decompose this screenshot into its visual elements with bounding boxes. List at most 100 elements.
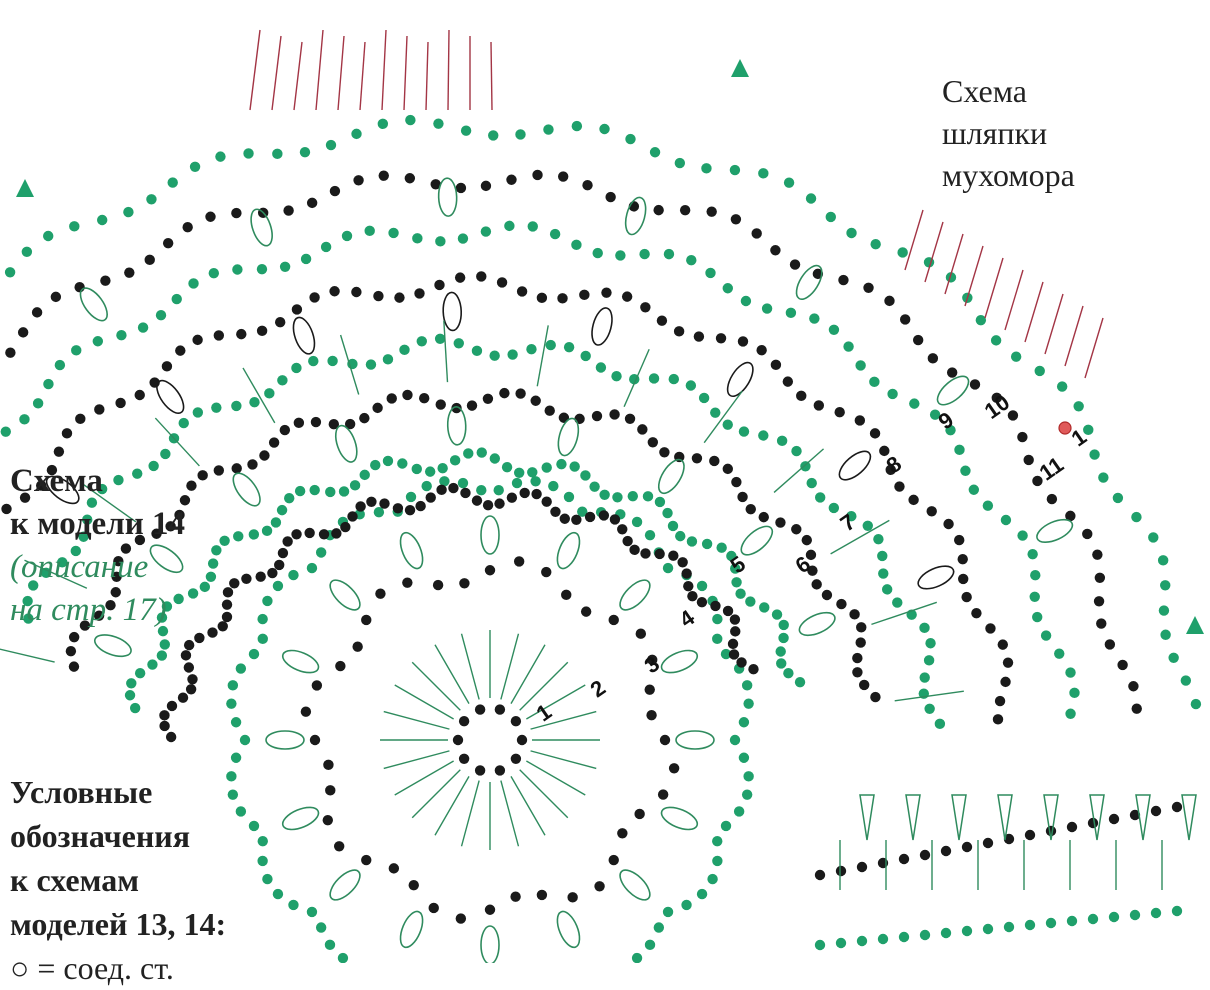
round-4-loop	[660, 806, 699, 831]
fan-row-8-chain-dot	[489, 350, 500, 361]
fan-stitch	[703, 390, 743, 444]
fan-row-9-chain-dot	[291, 304, 303, 315]
round-3-chain-dot	[484, 565, 496, 576]
fan-row-11-chain-dot	[506, 174, 517, 185]
fan-row-5-chain-dot	[640, 548, 651, 559]
fan-row-5-chain-dot	[217, 621, 228, 632]
fan-row-7-chain-dot	[659, 447, 670, 458]
fan-row-9-chain-dot	[192, 334, 203, 346]
fan-row-9-chain-dot	[496, 277, 508, 288]
fan-row-8-chain-dot	[892, 597, 903, 608]
fan-row-6-chain-dot	[411, 463, 422, 475]
round-4-loop	[480, 925, 500, 963]
round-3-chain-dot	[484, 904, 496, 915]
center-ring-chain-dot	[494, 704, 506, 715]
fan-row-5-chain-dot	[482, 500, 494, 511]
fan-row-10-chain-dot	[1032, 611, 1043, 623]
fan-row-5-chain-dot	[550, 506, 561, 518]
fan-row-11-chain-dot	[812, 268, 824, 280]
fan-row-10-chain-dot	[828, 324, 840, 336]
red-fringe-stitch-right	[964, 245, 984, 307]
fan-row-12-chain-dot	[189, 161, 201, 172]
fan-row-6-chain-dot	[325, 486, 336, 498]
outer-scallop-dot	[577, 506, 588, 517]
round-1-stitch	[519, 661, 569, 711]
fan-row-8-chain-dot	[132, 468, 143, 479]
fan-row-7-chain-dot	[858, 679, 870, 691]
fan-row-11-chain-dot	[770, 245, 781, 256]
fan-row-6-chain-dot	[159, 639, 170, 650]
fan-row-9-chain-dot	[869, 428, 881, 439]
fan-row-7-chain-dot	[259, 450, 270, 461]
round-3-chain-dot	[608, 614, 619, 626]
round-3-chain-dot	[309, 734, 321, 746]
model-title-line-1: Схема	[10, 463, 103, 499]
fan-row-10-chain-dot	[705, 267, 716, 279]
fan-row-7-chain-dot	[870, 691, 881, 703]
fan-stitch	[871, 601, 938, 626]
fan-row-5-chain-dot	[629, 544, 640, 556]
fan-row-6-chain-dot	[527, 467, 538, 478]
fan-row-10-chain-dot	[887, 388, 898, 400]
fan-row-12-chain-dot	[571, 120, 583, 132]
round-3-chain-dot	[455, 913, 467, 924]
outer-scallop-dot	[662, 562, 674, 574]
fan-row-9-chain-dot	[737, 336, 749, 347]
bottom-right-green-dot	[1150, 907, 1162, 919]
round-1-stitch	[411, 661, 461, 711]
fan-row-9-chain-dot	[373, 290, 384, 302]
bottom-right-green-dot	[1171, 905, 1183, 917]
round-1-stitch	[411, 769, 461, 819]
fan-row-9-chain-dot	[601, 287, 612, 298]
center-ring-chain-dot	[458, 753, 470, 765]
fan-row-6-chain-dot	[501, 461, 513, 473]
fan-row-8-chain-dot	[211, 402, 222, 413]
center-ring-chain-dot	[516, 734, 528, 746]
fan-row-11-chain-dot	[1023, 454, 1034, 466]
red-fringe-stitch	[381, 29, 387, 111]
fan-row-7-chain-dot	[179, 495, 191, 506]
round-3-chain-dot	[402, 577, 413, 588]
fan-row-10-chain-dot	[71, 345, 82, 356]
fan-row-9-chain-dot	[75, 413, 86, 425]
outer-scallop-dot	[493, 484, 504, 496]
fan-row-6-chain-dot	[776, 658, 787, 669]
fan-row-9-chain-dot	[309, 292, 320, 303]
fan-row-9-chain-dot	[958, 573, 969, 585]
outer-scallop-dot	[337, 952, 349, 963]
fan-row-8-chain-dot	[434, 333, 446, 345]
fan-row-12-chain-dot	[243, 148, 254, 159]
fan-row-10-chain-dot	[504, 220, 515, 232]
fan-row-10-chain-dot	[1017, 530, 1028, 541]
fan-row-7-chain-dot	[482, 393, 494, 405]
fan-row-6-chain-dot	[294, 485, 306, 497]
bottom-right-chain-dot	[1045, 825, 1057, 837]
fan-row-11-chain-dot	[789, 259, 801, 270]
fan-row-7-chain-dot	[186, 480, 197, 491]
fan-row-7-chain-dot	[344, 418, 356, 430]
fan-row-12-chain-dot	[1010, 351, 1022, 362]
fan-row-8-chain-dot	[192, 407, 204, 418]
fan-row-6-chain-dot	[612, 492, 623, 503]
fan-row-6-chain-dot	[726, 550, 737, 562]
bottom-right-green-dot	[919, 929, 931, 941]
fan-row-8-chain-dot	[57, 557, 68, 568]
fan-row-9-chain-dot	[351, 286, 362, 298]
fan-row-12-chain-dot	[123, 206, 134, 218]
fan-row-10-chain-dot	[92, 336, 104, 347]
fan-loop	[149, 544, 184, 574]
fan-row-6-chain-dot	[541, 462, 552, 473]
red-fringe-stitch-right	[1064, 305, 1084, 367]
fan-row-10-chain-dot	[19, 414, 30, 425]
bottom-right-green-dot	[856, 935, 868, 947]
fan-row-11-chain-dot	[946, 367, 958, 378]
fan-row-10-chain-dot	[341, 230, 353, 242]
fan-row-5-chain-dot	[177, 692, 189, 703]
fan-row-7-chain-dot	[466, 400, 478, 411]
fan-row-9-chain-dot	[213, 330, 225, 341]
outer-scallop-dot	[644, 529, 656, 541]
fan-row-9-chain-dot	[926, 506, 937, 517]
fan-row-8-chain-dot	[545, 339, 556, 351]
fan-row-10-chain-dot	[869, 376, 880, 388]
fan-row-9-chain-dot	[579, 289, 590, 301]
